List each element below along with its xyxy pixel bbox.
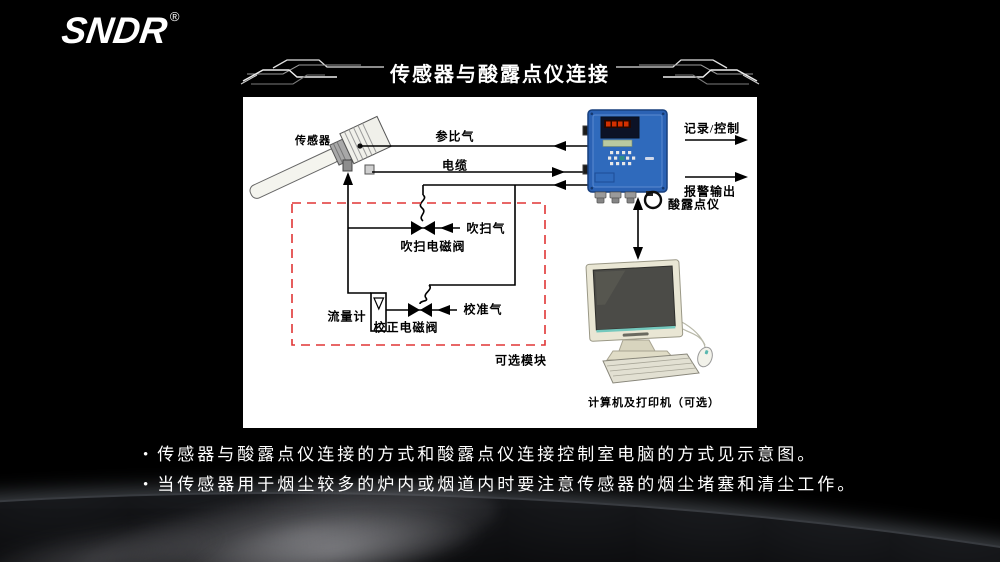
cable-line — [372, 167, 588, 177]
mouse-icon — [697, 346, 713, 368]
logo-text: SNDR — [59, 10, 170, 51]
cable-loop — [643, 190, 663, 210]
purge-valve-label: 吹扫电磁阀 — [400, 239, 466, 254]
arrow-left-icon — [553, 180, 566, 190]
alarm-output-label: 报警输出 — [683, 184, 737, 199]
purge-valve-icon — [411, 221, 435, 235]
registered-mark: ® — [169, 9, 180, 24]
computer-label: 计算机及打印机（可选） — [588, 397, 720, 409]
title-decoration-left-icon — [240, 59, 384, 85]
arrow-up-icon — [343, 172, 353, 185]
page-title: 传感器与酸露点仪连接 — [390, 63, 610, 86]
ref-gas-label: 参比气 — [435, 129, 475, 144]
connection-diagram — [249, 109, 748, 384]
monitor-stand — [618, 339, 656, 352]
device-lcd — [602, 139, 633, 147]
arrow-up-icon — [633, 197, 643, 210]
list-item: • 当传感器用于烟尘较多的炉内或烟道内时要注意传感器的烟尘堵塞和清尘工作。 — [143, 472, 857, 502]
record-control-arrow — [685, 135, 748, 145]
sensor-label: 传感器 — [295, 135, 331, 147]
device-brand-mark — [645, 157, 654, 160]
bullet-icon: • — [143, 477, 149, 493]
flow-meter-label: 流量计 — [327, 309, 367, 324]
control-line — [419, 180, 588, 305]
notes-list: • 传感器与酸露点仪连接的方式和酸露点仪连接控制室电脑的方式见示意图。 • 当传… — [143, 442, 857, 502]
bullet-icon: • — [143, 447, 149, 463]
arrow-right-icon — [552, 167, 565, 177]
company-logo: SNDR® — [59, 9, 179, 52]
purge-gas-label: 吹扫气 — [466, 221, 506, 236]
arrow-down-icon — [633, 247, 643, 260]
ref-gas-line — [360, 141, 588, 151]
cable-glands — [594, 191, 637, 204]
device-keypad — [608, 151, 636, 166]
dew-point-meter-device — [582, 109, 668, 210]
title-bar: 传感器与酸露点仪连接 — [0, 52, 1000, 92]
optional-module-label: 可选模块 — [494, 353, 548, 368]
optional-module-box — [291, 202, 546, 346]
device-computer-arrow — [633, 197, 643, 260]
cal-gas-label: 校准气 — [463, 302, 503, 317]
bullet-text: 当传感器用于烟尘较多的炉内或烟道内时要注意传感器的烟尘堵塞和清尘工作。 — [157, 475, 858, 494]
flow-meter-inlet-line — [347, 228, 371, 294]
bullet-text: 传感器与酸露点仪连接的方式和酸露点仪连接控制室电脑的方式见示意图。 — [157, 445, 818, 464]
diagram-panel: 传感器 参比气 电缆 吹扫气 吹扫电磁阀 校准气 校正电磁阀 流量计 可选模块 … — [243, 97, 757, 428]
dew-point-meter-label: 酸露点仪 — [667, 197, 721, 212]
arrow-left-icon — [437, 305, 450, 315]
list-item: • 传感器与酸露点仪连接的方式和酸露点仪连接控制室电脑的方式见示意图。 — [143, 442, 857, 472]
arrow-right-icon — [735, 172, 748, 182]
purge-gas-line — [343, 172, 460, 233]
arrow-left-icon — [440, 223, 453, 233]
flow-meter-icon — [370, 292, 387, 332]
record-control-label: 记录/控制 — [683, 121, 741, 136]
sensor-graphic — [249, 115, 392, 199]
arrow-right-icon — [735, 135, 748, 145]
keyboard-icon — [602, 353, 700, 384]
alarm-output-arrow — [685, 172, 748, 182]
arrow-left-icon — [553, 141, 566, 151]
cable-label: 电缆 — [441, 158, 469, 173]
monitor-icon — [585, 259, 684, 342]
cal-valve-label: 校正电磁阀 — [373, 320, 439, 335]
title-decoration-right-icon — [616, 59, 760, 85]
computer-graphic — [585, 259, 713, 384]
cal-valve-icon — [408, 303, 432, 317]
